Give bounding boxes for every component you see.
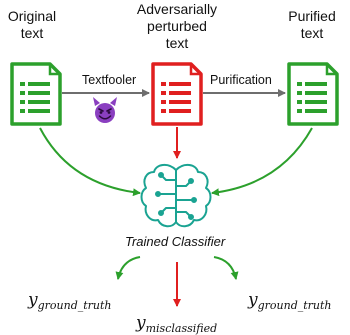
devil-emoji-icon bbox=[93, 97, 117, 123]
original-to-classifier-arrow bbox=[39, 127, 141, 197]
right-output-label: yground_truth bbox=[248, 290, 332, 312]
center-output-label: ymisclassified bbox=[136, 313, 218, 335]
brain-circuit-icon bbox=[140, 164, 212, 228]
textfooler-label: Textfooler bbox=[82, 73, 137, 87]
purification-label: Purification bbox=[210, 73, 272, 87]
purified-document-icon bbox=[287, 62, 339, 126]
left-output-label: yground_truth bbox=[28, 290, 112, 312]
classifier-label: Trained Classifier bbox=[125, 234, 226, 249]
perturbed-document-icon bbox=[151, 62, 203, 126]
purified-to-classifier-arrow bbox=[211, 127, 313, 197]
right-output-arrow bbox=[213, 256, 239, 280]
original-document-icon bbox=[10, 62, 62, 126]
left-output-arrow bbox=[115, 256, 141, 280]
